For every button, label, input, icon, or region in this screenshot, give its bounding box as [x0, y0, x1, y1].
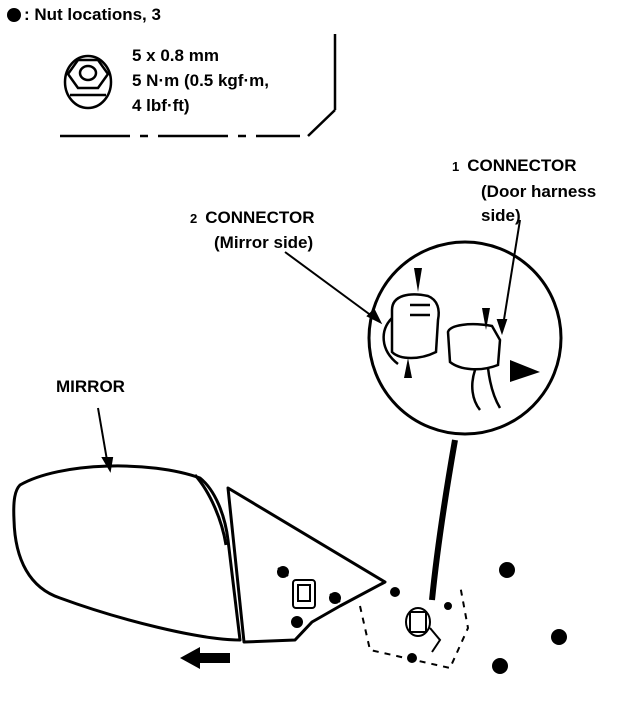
mirror-side-connector	[382, 293, 440, 365]
callout-1: 1 CONNECTOR	[452, 155, 576, 177]
legend-box-outline	[60, 34, 337, 138]
legend-spec-line-1: 5 x 0.8 mm	[132, 46, 219, 65]
callout-2-line2: (Mirror side)	[214, 233, 314, 252]
nut-marker-3	[492, 658, 508, 674]
callout-1-line3: side)	[481, 206, 521, 225]
mirror-housing	[12, 464, 387, 644]
door-harness-connector	[446, 323, 502, 411]
callout-leaders	[97, 219, 521, 473]
flange-nut-icon	[63, 54, 113, 110]
callout-2-line1: CONNECTOR	[205, 208, 315, 227]
callout-1-line1: CONNECTOR	[467, 156, 577, 175]
removal-direction-arrow-icon	[180, 647, 230, 669]
nut-marker-1	[499, 562, 515, 578]
callout-1-line2: (Door harness	[481, 182, 597, 201]
nut-marker-2	[551, 629, 567, 645]
callout-1-number: 1	[452, 159, 460, 174]
nut-bullet-icon	[7, 8, 21, 22]
press-arrows	[404, 268, 540, 382]
harness-cable	[429, 439, 458, 601]
legend-spec-line-3: 4 lbf·ft)	[132, 96, 190, 115]
connector-detail-circle	[367, 240, 563, 436]
mirror-label: MIRROR	[56, 377, 125, 396]
door-panel	[359, 584, 470, 670]
callout-2-number: 2	[190, 211, 198, 226]
mirror-mount-details	[277, 566, 341, 628]
callout-2: 2 CONNECTOR	[190, 207, 314, 229]
legend-title: : Nut locations, 3	[24, 5, 161, 24]
legend-spec-line-2: 5 N·m (0.5 kgf·m,	[132, 71, 269, 90]
nut-location-markers	[492, 562, 567, 674]
